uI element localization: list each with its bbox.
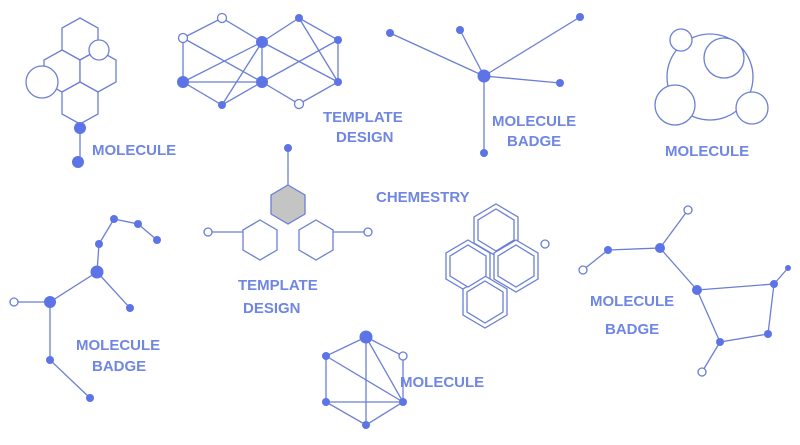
branch-molecule-icon xyxy=(9,215,161,402)
chemestry-hexagons-icon xyxy=(445,203,550,329)
hexagon-network-molecule-icon xyxy=(322,330,408,429)
badge-label-3-line2: BADGE xyxy=(605,321,659,338)
network-molecule-icon xyxy=(177,12,342,110)
template-label-2-line1: TEMPLATE xyxy=(238,277,318,294)
honeycomb-molecule-icon xyxy=(25,17,117,168)
bubble-molecule-icon xyxy=(654,28,769,126)
badge-label-1-line2: BADGE xyxy=(507,133,561,150)
badge-label-1-line1: MOLECULE xyxy=(492,113,576,130)
star-molecule-icon xyxy=(386,13,584,157)
chemestry-label: CHEMESTRY xyxy=(376,189,470,206)
badge-label-2-line1: MOLECULE xyxy=(76,337,160,354)
molecule-label-3: MOLECULE xyxy=(400,374,484,391)
badge-label-3-line1: MOLECULE xyxy=(590,293,674,310)
hexagon-template-icon xyxy=(203,144,373,261)
template-label-1-line2: DESIGN xyxy=(336,129,394,146)
molecule-label-2: MOLECULE xyxy=(665,143,749,160)
template-label-1-line1: TEMPLATE xyxy=(323,109,403,126)
badge-label-2-line2: BADGE xyxy=(92,358,146,375)
template-label-2-line2: DESIGN xyxy=(243,300,301,317)
molecule-label-1: MOLECULE xyxy=(92,142,176,159)
constellation-molecule-icon xyxy=(578,205,791,377)
